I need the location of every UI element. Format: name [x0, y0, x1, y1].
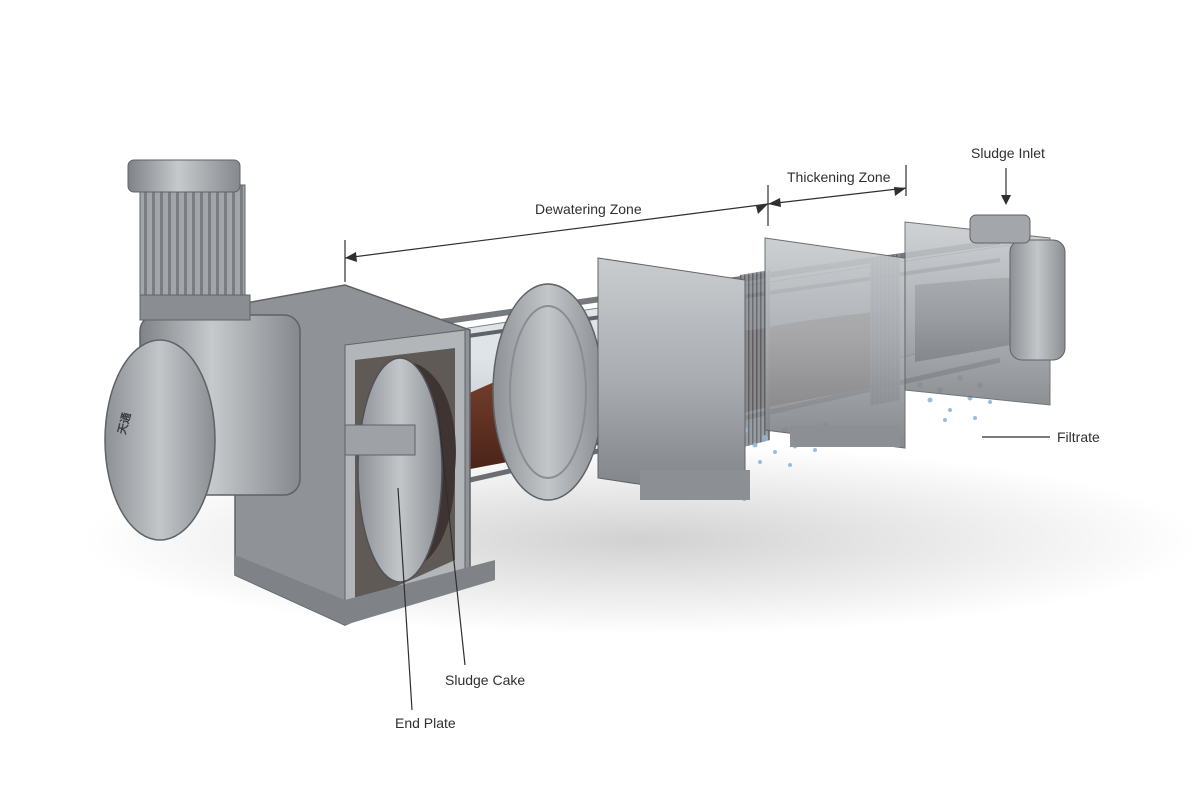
sludge-cake-leader-line [436, 401, 466, 666]
support-plate-2 [764, 237, 906, 449]
screen-band-1 [740, 270, 770, 448]
inlet-housing [1009, 239, 1066, 361]
end-plate-label: End Plate [395, 715, 456, 731]
thickening-arrow-left [768, 198, 781, 207]
inlet-pipe [969, 214, 1031, 244]
thickening-zone-label: Thickening Zone [787, 169, 891, 185]
thickening-arrow-right [894, 187, 906, 196]
drive-shaft [344, 424, 416, 456]
end-plate-leader-line [397, 487, 413, 711]
dewatering-arrow-left [345, 252, 357, 262]
motor-flange [139, 294, 251, 321]
thickening-zone-line [767, 187, 907, 205]
brand-logo: 天通 [115, 411, 133, 436]
screw-press-machine: 天通 [104, 159, 1066, 626]
dewatering-arrow-right [756, 204, 768, 214]
motor-fan-cover [127, 159, 241, 193]
sludge-cake-label: Sludge Cake [445, 672, 525, 688]
round-flange-inner [509, 305, 587, 479]
sludge-inlet-label: Sludge Inlet [971, 145, 1045, 161]
gearbox-cover [104, 339, 216, 541]
plate-foot-2 [790, 425, 900, 447]
dewatering-zone-line [344, 203, 769, 259]
plate-foot-1 [640, 470, 750, 500]
housing-base [235, 555, 495, 625]
filtrate-label: Filtrate [1057, 429, 1100, 445]
motor-body [139, 184, 246, 306]
support-plate-1 [597, 257, 746, 501]
sludge-inlet-arrow-head [1001, 195, 1011, 205]
annotations: Dewatering Zone Thickening Zone Sludge I… [344, 145, 1100, 731]
dewatering-zone-label: Dewatering Zone [535, 201, 642, 217]
end-plate [357, 357, 443, 583]
